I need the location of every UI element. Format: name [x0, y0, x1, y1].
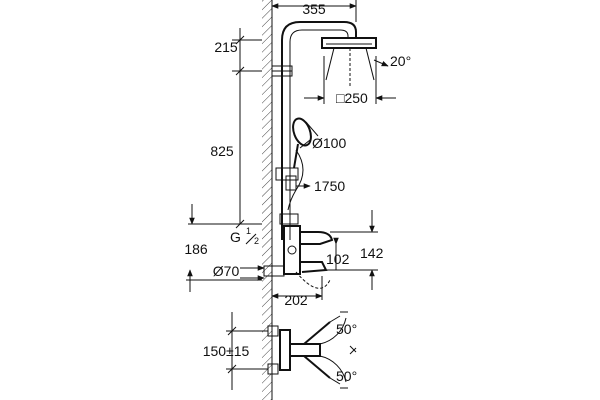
dim-centers-label: 150±15: [203, 343, 250, 359]
dim-centers: 150±15: [203, 312, 268, 390]
dim-thread-label: G: [230, 229, 241, 245]
dim-width-top: 355: [271, 0, 357, 22]
dim-head-angle: 20°: [373, 53, 411, 69]
dim-spout-reach-label: 202: [284, 292, 308, 308]
dim-head-size-label: □250: [336, 90, 368, 106]
dim-angle-top-label: 50°: [336, 321, 357, 337]
dim-angle-top: 50°: [319, 311, 357, 353]
mixer-body: [263, 225, 334, 289]
dim-flange-diameter-label: Ø70: [213, 263, 240, 279]
dim-hose-length-label: 1750: [314, 178, 345, 194]
dim-hand-diameter: Ø100: [299, 121, 346, 151]
wall-bracket-mid: [275, 167, 299, 191]
dim-spout-a-label: 102: [326, 251, 350, 267]
dim-outlet-height: 186: [184, 241, 262, 292]
dim-spout-heights: 102 142: [320, 210, 384, 290]
shower-riser-pipe: [281, 21, 357, 240]
dim-spout-reach: 202: [271, 276, 323, 308]
dim-vertical-chain: 215 825: [210, 28, 262, 229]
wall: [262, 0, 273, 400]
dim-angle-bottom-label: 50°: [336, 368, 357, 384]
dim-rail-height-label: 825: [210, 143, 234, 159]
head-shower: [321, 37, 377, 86]
dim-hose-length: 1750: [296, 178, 345, 194]
dim-head-angle-label: 20°: [390, 53, 411, 69]
dim-outlet-height-label: 186: [184, 241, 208, 257]
wall-bracket-low: [279, 213, 299, 225]
wall-bracket-top: [271, 65, 293, 77]
dim-thread-num: 1: [246, 226, 251, 236]
hand-shower: [287, 117, 312, 211]
dim-thread: G 1 2: [188, 204, 262, 246]
dim-hand-diameter-label: Ø100: [312, 135, 346, 151]
dim-flange-diameter: Ø70: [213, 263, 265, 281]
dim-width-top-label: 355: [302, 1, 326, 17]
dim-thread-den: 2: [254, 236, 259, 246]
dim-angle-bottom: 50°: [319, 347, 357, 389]
dim-head-height-label: 215: [214, 39, 238, 55]
mixer-top-view: [267, 315, 341, 385]
dim-spout-b-label: 142: [360, 245, 384, 261]
dim-head-size: □250: [304, 56, 396, 106]
